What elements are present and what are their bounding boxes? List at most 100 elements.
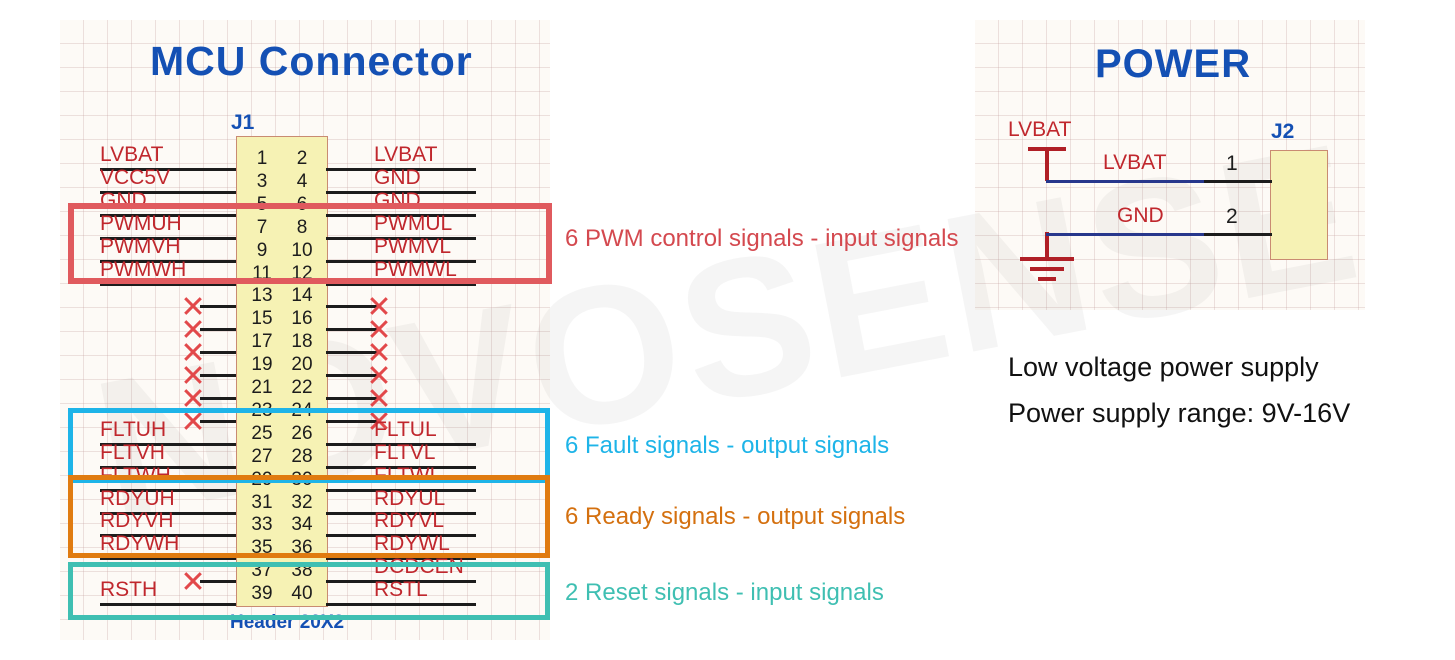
pin-number-8: 8 (296, 216, 308, 238)
net-label-VCC5V-pin-3: VCC5V (100, 165, 171, 189)
refdes-j1: J1 (231, 111, 255, 134)
wire-right-pin-34 (326, 534, 476, 538)
wire-left-pin-9 (100, 259, 236, 263)
wire-right-pin-20 (326, 374, 378, 378)
wire-right-pin-14 (326, 305, 378, 309)
pin-number-19: 19 (251, 354, 273, 376)
wire-right-pin-22 (326, 397, 378, 400)
wire-right-pin-24 (326, 419, 378, 423)
net-label-RDYWH-pin-35: RDYWH (100, 532, 180, 556)
pin-number-18: 18 (291, 331, 313, 353)
pin-number-j2-1: 1 (1226, 152, 1238, 175)
wire-right-pin-36 (326, 557, 476, 561)
note-supply-range: Power supply range: 9V-16V (1008, 398, 1351, 428)
wire-right-pin-4 (326, 190, 476, 194)
wire-left-pin-37 (200, 580, 236, 584)
net-label-RDYVL-pin-34: RDYVL (374, 509, 445, 533)
wire-j2-gnd-blue (1046, 233, 1204, 236)
wire-right-pin-28 (326, 465, 476, 469)
wire-left-pin-35 (100, 557, 236, 561)
gnd-stem-icon (1045, 232, 1049, 260)
net-label-FLTVH-pin-27: FLTVH (100, 440, 165, 464)
pin-number-22: 22 (291, 377, 313, 398)
pin-number-1: 1 (256, 148, 268, 169)
pin-number-9: 9 (256, 239, 268, 261)
annotation-pwm: 6 PWM control signals - input signals (565, 225, 959, 252)
no-connect-x-icon-pin-20 (368, 364, 390, 386)
annotation-fault: 6 Fault signals - output signals (565, 432, 890, 459)
wire-left-pin-13 (200, 305, 236, 309)
power-flag-stem-icon (1045, 147, 1049, 181)
wire-left-pin-11 (100, 282, 236, 286)
refdes-j2: J2 (1271, 120, 1295, 143)
no-connect-x-icon-pin-15 (182, 318, 204, 340)
wire-right-pin-2 (326, 168, 476, 171)
net-label-RDYWL-pin-36: RDYWL (374, 532, 450, 556)
wire-right-pin-40 (326, 603, 476, 607)
net-label-LVBAT-pin-2: LVBAT (374, 143, 438, 166)
net-label-PWMVH-pin-9: PWMVH (100, 234, 181, 258)
no-connect-x-icon-pin-18 (368, 341, 390, 363)
pin-number-17: 17 (251, 331, 273, 353)
pin-number-15: 15 (251, 308, 273, 330)
no-connect-x-icon-pin-21 (182, 387, 204, 409)
pin-number-20: 20 (291, 354, 313, 376)
net-label-PWMWL-pin-12: PWMWL (374, 257, 457, 281)
wire-right-pin-18 (326, 351, 378, 355)
net-label-RDYUH-pin-31: RDYUH (100, 486, 175, 510)
annotation-reset: 2 Reset signals - input signals (565, 579, 884, 606)
net-label-PWMUL-pin-8: PWMUL (374, 211, 453, 235)
wire-j2-lvbat-black (1204, 180, 1272, 183)
pin-number-28: 28 (291, 445, 313, 467)
pin-number-25: 25 (251, 422, 273, 444)
wire-right-pin-26 (326, 442, 476, 446)
note-low-voltage: Low voltage power supply (1008, 352, 1319, 382)
wire-left-pin-15 (200, 328, 236, 332)
no-connect-x-icon-pin-16 (368, 318, 390, 340)
pin-number-2: 2 (296, 148, 308, 169)
net-label-PWMUH-pin-7: PWMUH (100, 211, 182, 235)
wire-left-pin-5 (100, 213, 236, 217)
gnd-bar3-icon (1038, 277, 1056, 281)
no-connect-x-icon-pin-22 (368, 387, 390, 409)
net-label-FLTUL-pin-26: FLTUL (374, 417, 437, 441)
wire-left-pin-3 (100, 190, 236, 194)
net-label-RSTH-pin-39: RSTH (100, 578, 158, 602)
mcu-block-title: MCU Connector (150, 38, 473, 84)
net-label-j2-gnd: GND (1117, 204, 1164, 227)
net-label-RDYVH-pin-33: RDYVH (100, 509, 174, 533)
pin-number-21: 21 (251, 377, 273, 398)
net-label-FLTUH-pin-25: FLTUH (100, 417, 167, 441)
wire-right-pin-6 (326, 213, 476, 217)
connector-body-j1 (236, 136, 328, 607)
no-connect-x-icon-pin-17 (182, 341, 204, 363)
wire-left-pin-39 (100, 603, 236, 607)
pin-number-32: 32 (291, 491, 313, 513)
wire-left-pin-29 (100, 488, 236, 492)
pin-number-10: 10 (291, 239, 313, 261)
wire-right-pin-12 (326, 282, 476, 286)
pin-number-31: 31 (251, 491, 273, 513)
pin-number-3: 3 (256, 170, 268, 192)
wire-left-pin-19 (200, 374, 236, 378)
wire-left-pin-7 (100, 236, 236, 240)
wire-right-pin-8 (326, 236, 476, 240)
net-label-GND-pin-4: GND (374, 165, 421, 189)
gnd-bar2-icon (1030, 267, 1064, 271)
wire-left-pin-21 (200, 397, 236, 400)
highlight-box-ready (68, 475, 550, 558)
net-label-RSTL-pin-40: RSTL (374, 578, 428, 602)
net-label-FLTVL-pin-28: FLTVL (374, 440, 436, 464)
wire-j2-lvbat-blue (1046, 180, 1204, 183)
highlight-box-pwm (68, 203, 552, 284)
wire-right-pin-38 (326, 580, 476, 584)
gnd-bar1-icon (1020, 257, 1074, 261)
pin-number-33: 33 (251, 514, 273, 536)
wire-right-pin-32 (326, 511, 476, 515)
wire-right-pin-10 (326, 259, 476, 263)
net-label-PWMVL-pin-10: PWMVL (374, 234, 452, 258)
net-label-PWMWH-pin-11: PWMWH (100, 257, 187, 281)
pin-number-7: 7 (256, 216, 268, 238)
pin-number-27: 27 (251, 445, 273, 467)
